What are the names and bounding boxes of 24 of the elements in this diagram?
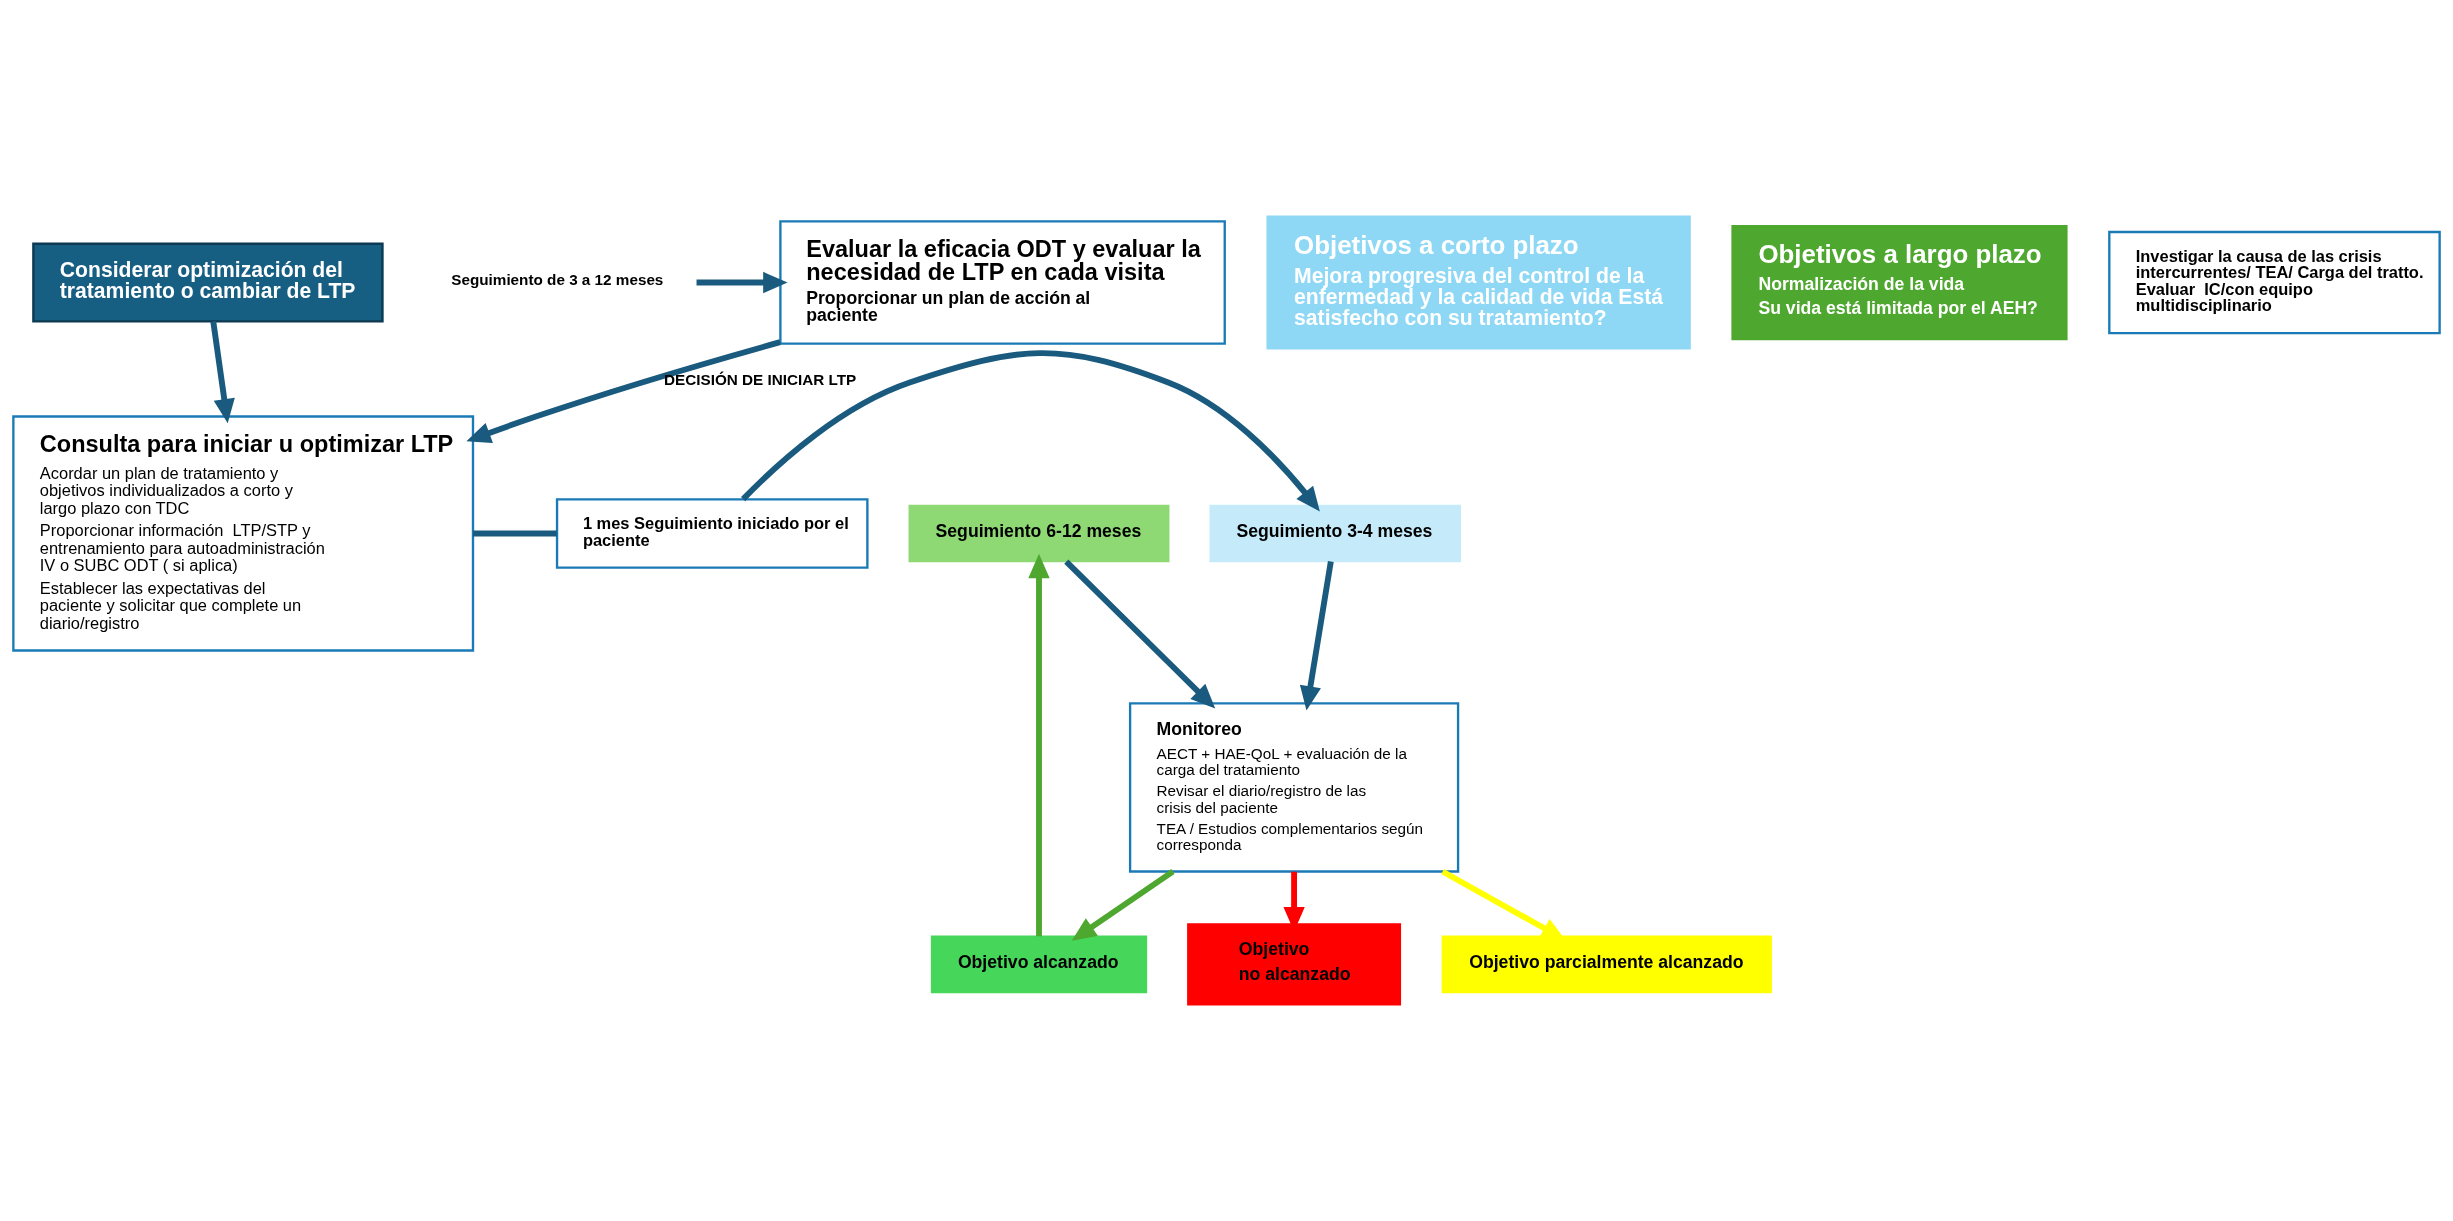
node-box: Objetivos a corto plazo Mejora progresiva del control de la enfermedad y la calidad de vida Está satisfecho con su tratamiento?: [1266, 215, 1691, 350]
node-box: Objetivo alcanzado: [930, 935, 1148, 994]
connector: [473, 530, 557, 537]
arrow: [741, 350, 1320, 512]
edge-label: DECISIÓN DE INICIAR LTP: [664, 371, 857, 389]
arrow: [1299, 561, 1334, 711]
arrow: [210, 321, 235, 424]
node-box: Seguimiento 6-12 meses: [908, 504, 1170, 563]
arrow: [466, 339, 781, 443]
node-box: Objetivos a largo plazo Normalización de la vida Su vida está limitada por el AEH?: [1731, 224, 2068, 341]
arrow: [1028, 553, 1050, 937]
node-box: Consulta para iniciar u optimizar LTP Acordar un plan de tratamiento y objetivos individualizados a corto y largo plazo con TDC Proporcionar información LTP/STP y entrenamiento para autoadministración IV o SUBC ODT ( si aplica) Establecer las expectativas del paciente y solicitar que complete un diario/registro: [12, 415, 475, 652]
arrow: [1071, 869, 1175, 941]
node-box: Seguimiento 3-4 meses: [1209, 504, 1461, 563]
node-box: 1 mes Seguimiento iniciado por el paciente: [555, 498, 869, 569]
node-box: Objetivo parcialmente alcanzado: [1441, 935, 1772, 994]
node-box: Objetivo no alcanzado: [1187, 923, 1402, 1006]
node-text: Seguimiento de 3 a 12 meses: [451, 271, 664, 289]
arrow: [696, 271, 788, 294]
arrow: [1064, 559, 1216, 709]
node-box: Monitoreo AECT + HAE-QoL + evaluación de la carga del tratamiento Revisar el diario/registro de las crisis del paciente TEA / Estudios complementarios según corresponda: [1128, 702, 1460, 873]
node-box: Evaluar la eficacia ODT y evaluar la necesidad de LTP en cada visita Proporcionar un plan de acción al paciente: [779, 220, 1226, 345]
node-box: Investigar la causa de las crisis intercurrentes/ TEA/ Carga del tratto. Evaluar IC/con equipo multidisciplinario: [2108, 230, 2441, 335]
node-box: Considerar optimización del tratamiento o cambiar de LTP: [32, 242, 384, 323]
